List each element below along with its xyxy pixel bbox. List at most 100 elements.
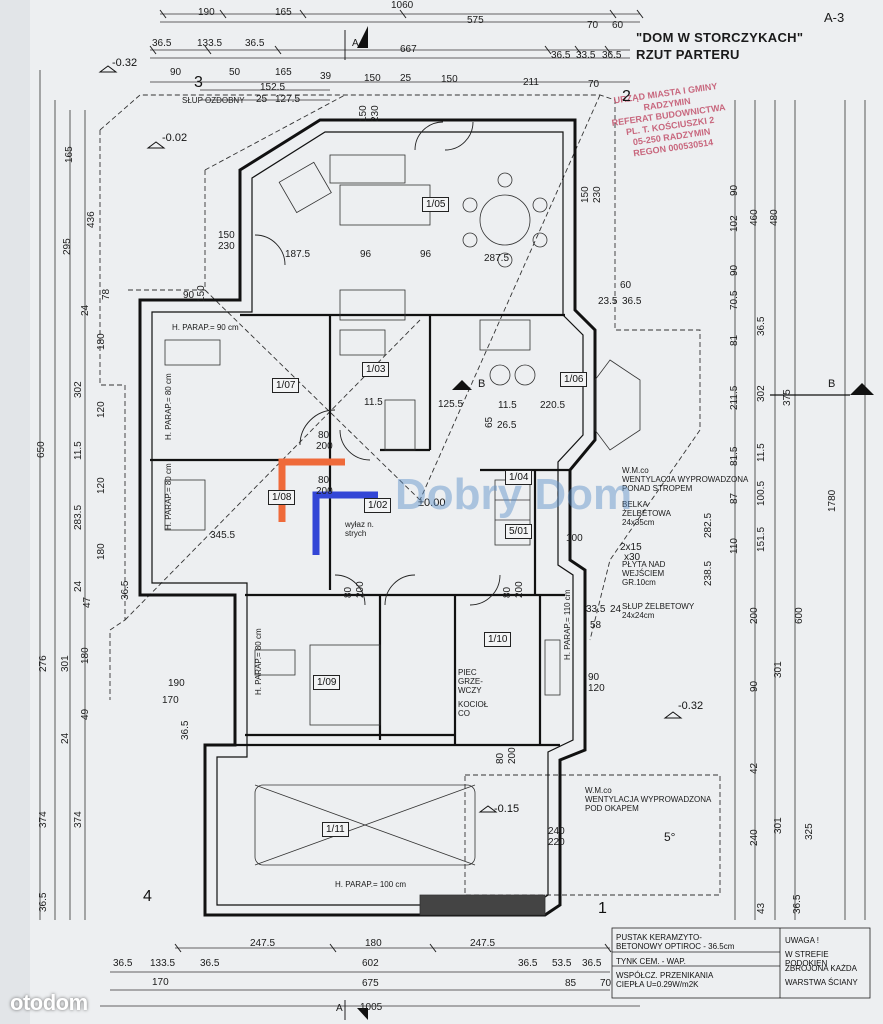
sill-note: H. PARAP.= 80 cm — [164, 463, 173, 530]
otodom-logo: otodom — [10, 990, 88, 1015]
dimension: 200 — [514, 581, 525, 598]
legend-cell: WARSTWA ŚCIANY — [785, 978, 858, 987]
dimension: 180 — [96, 333, 107, 350]
dimension: 25 — [400, 73, 412, 84]
dimension: 190 — [168, 678, 185, 689]
room-label: 1/09 — [313, 675, 341, 690]
room-label: 1/05 — [422, 197, 450, 212]
dimension: 100 — [566, 533, 583, 544]
legend-cell: PUSTAK KERAMZYTO- — [616, 933, 702, 942]
dimension: 36.5 — [245, 38, 265, 49]
column-note: SŁUP ŻELBETOWY — [622, 602, 695, 611]
room-label: 1/10 — [484, 632, 512, 647]
dimension: 50 — [229, 67, 241, 78]
dimension: 2x15 — [620, 542, 642, 553]
dimension: 78 — [101, 288, 112, 300]
dimension: 302 — [756, 385, 767, 402]
dimension: 36.5 — [551, 50, 571, 61]
dimension: 100.5 — [756, 480, 767, 506]
dimension: 282.5 — [703, 512, 714, 538]
dimension: 301 — [60, 655, 71, 672]
dimension: 650 — [36, 441, 47, 458]
dimension: 200 — [316, 441, 333, 452]
legend-cell: UWAGA ! — [785, 936, 819, 945]
room-label: 1/11 — [322, 822, 349, 837]
dimension: 200 — [507, 747, 518, 764]
dimension: 287.5 — [484, 253, 510, 264]
dimension: 460 — [749, 209, 760, 226]
dimension: 120 — [96, 401, 107, 418]
dimension: 90 — [729, 184, 740, 196]
dimension: 150 — [364, 73, 381, 84]
dimension: 220 — [548, 837, 565, 848]
legend-cell: WSPÓŁCZ. PRZENIKANIA — [616, 971, 714, 980]
dimension: 436 — [86, 211, 97, 228]
dimension: 90 — [729, 264, 740, 276]
dimension: 60 — [620, 280, 632, 291]
dimension: 247.5 — [470, 938, 496, 949]
dimension: 1060 — [391, 0, 414, 11]
dimension: 180 — [80, 647, 91, 664]
dimension: 90 — [170, 67, 182, 78]
level-mark: ±0.00 — [418, 497, 446, 509]
room-label: 1/06 — [560, 372, 588, 387]
dimension: 190 — [198, 7, 215, 18]
stove-note: WCZY — [458, 686, 482, 695]
slope-note: 5° — [664, 830, 676, 844]
dimension: 70 — [588, 79, 600, 90]
dimension: 23.5 — [598, 296, 618, 307]
hatch-note: wyłaz n. — [345, 520, 374, 529]
dimension: 675 — [362, 978, 379, 989]
axis-label: 2 — [622, 88, 631, 105]
section-marker: A — [352, 38, 359, 49]
level-mark: -0.32 — [678, 700, 704, 712]
dimension: 11.5 — [364, 397, 383, 408]
dimension: 240 — [548, 826, 565, 837]
dimension: 602 — [362, 958, 379, 969]
dimension: 36.5 — [120, 580, 131, 600]
dimension: 165 — [275, 7, 292, 18]
dimension: 374 — [38, 811, 49, 828]
dimension: 11.5 — [756, 443, 767, 462]
dimension: 170 — [162, 695, 179, 706]
dimension: 575 — [467, 15, 484, 26]
sill-note: H. PARAP.= 80 cm — [164, 373, 173, 440]
dimension: 211 — [523, 77, 539, 88]
column-note: SŁUP OZDOBNY — [182, 96, 245, 105]
dimension: 127.5 — [275, 94, 301, 105]
legend-table: PUSTAK KERAMZYTO- BETONOWY OPTIROC - 36.… — [612, 930, 870, 998]
dimension: 96 — [360, 249, 372, 260]
sill-note: H. PARAP.= 100 cm — [335, 880, 407, 889]
vent-note: W.M.co — [622, 466, 649, 475]
dimension: 150 — [358, 105, 369, 122]
dimension: 150 — [196, 285, 207, 302]
dimension: 36.5 — [152, 38, 172, 49]
dimension: x30 — [624, 552, 641, 563]
beam-note: 24x35cm — [622, 518, 655, 527]
boiler-note: KOCIOŁ — [458, 700, 489, 709]
boiler-note: CO — [458, 709, 470, 718]
hatch-note: strych — [345, 529, 367, 538]
dimension: 81.5 — [729, 446, 740, 466]
dimension: 24 — [73, 580, 84, 592]
beam-note: BELKA — [622, 500, 648, 509]
vent-note: WENTYLACJA WYPROWADZONA — [585, 795, 712, 804]
room-label: 1/03 — [362, 362, 390, 377]
legend-cell: CIEPŁA U=0.29W/m2K — [616, 980, 699, 989]
level-mark: -0.32 — [112, 57, 138, 69]
slab-note: WEJŚCIEM — [622, 569, 665, 578]
dimension: 325 — [804, 823, 815, 840]
room-label: 1/07 — [272, 378, 300, 393]
dimension: 90 — [749, 680, 760, 692]
section-marker: A — [336, 1003, 343, 1014]
dimension: 125.5 — [438, 399, 464, 410]
dimension: 80 — [502, 586, 513, 598]
vent-note: POD OKAPEM — [585, 804, 639, 813]
dimension: 150 — [441, 74, 458, 85]
dimension: 11.5 — [73, 441, 84, 460]
axis-label: 1 — [598, 900, 607, 917]
dimension: 90 — [588, 672, 600, 683]
vent-note: W.M.co — [585, 786, 612, 795]
